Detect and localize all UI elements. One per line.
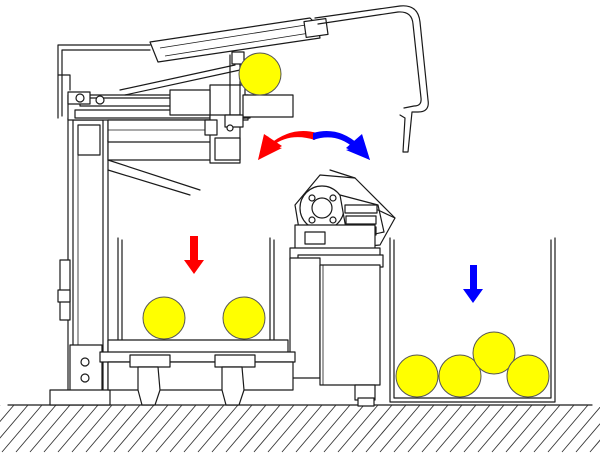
rotation-arrow-head-blue [346, 134, 370, 160]
right-bin-ball-3 [472, 331, 516, 375]
hatch-line [519, 404, 561, 453]
hatch-line [449, 404, 491, 453]
hatch-line [127, 404, 169, 453]
right-bin [357, 237, 556, 407]
hatch-line [463, 404, 505, 453]
hatch-line [1, 404, 43, 453]
hatch-line [589, 439, 600, 453]
rotation-arrow [258, 131, 370, 160]
left-bin [99, 237, 296, 406]
hatch-line [295, 404, 337, 453]
right-bin-ball-4 [506, 354, 550, 398]
hatch-line [197, 404, 239, 453]
gripper-head [204, 52, 282, 164]
hatch-line [85, 404, 127, 453]
hatch-line [113, 404, 155, 453]
ground-hatching [0, 404, 600, 453]
hatch-line [281, 404, 323, 453]
rotation-arrow-head-red [258, 134, 282, 160]
hatch-line [575, 423, 600, 453]
hatch-line [57, 404, 99, 453]
hatch-line [15, 404, 57, 453]
hatch-line [491, 404, 533, 453]
hatch-line [393, 404, 435, 453]
left-bin-ball-1 [142, 296, 186, 340]
hatch-line [421, 404, 463, 453]
hatch-line [351, 404, 393, 453]
hatch-line [0, 404, 15, 423]
hatch-line [239, 404, 281, 453]
hatch-line [365, 404, 407, 453]
hatch-line [561, 406, 600, 453]
hatch-line [225, 404, 267, 453]
hatch-line [323, 404, 365, 453]
hatch-line [379, 404, 421, 453]
hatch-line [267, 404, 309, 453]
hatch-line [505, 404, 547, 453]
gripper-ball [238, 52, 282, 96]
main-frame [49, 117, 111, 406]
hatch-line [435, 404, 477, 453]
hatch-line [169, 404, 211, 453]
hatch-line [0, 404, 29, 439]
overhead-arm [57, 5, 429, 153]
left-bin-ball-2 [222, 296, 266, 340]
hatch-line [155, 404, 197, 453]
hatch-line [337, 404, 379, 453]
hatch-line [183, 404, 225, 453]
hatch-line [477, 404, 519, 453]
hatch-line [71, 404, 113, 453]
right-bin-ball-2 [438, 354, 482, 398]
indexer-stand [289, 224, 384, 401]
hatch-line [309, 404, 351, 453]
hatch-line [141, 404, 183, 453]
hatch-line [547, 404, 589, 453]
left-drop-arrow-red [184, 236, 204, 274]
hatch-line [211, 404, 253, 453]
right-bin-ball-1 [395, 354, 439, 398]
hatch-line [29, 404, 71, 453]
hatch-line [407, 404, 449, 453]
hatch-line [533, 404, 575, 453]
hatch-line [253, 404, 295, 453]
ground [0, 404, 600, 453]
hatch-line [99, 404, 141, 453]
right-drop-arrow-blue [463, 265, 483, 303]
hatch-line [43, 404, 85, 453]
drop-arrows [184, 236, 483, 303]
